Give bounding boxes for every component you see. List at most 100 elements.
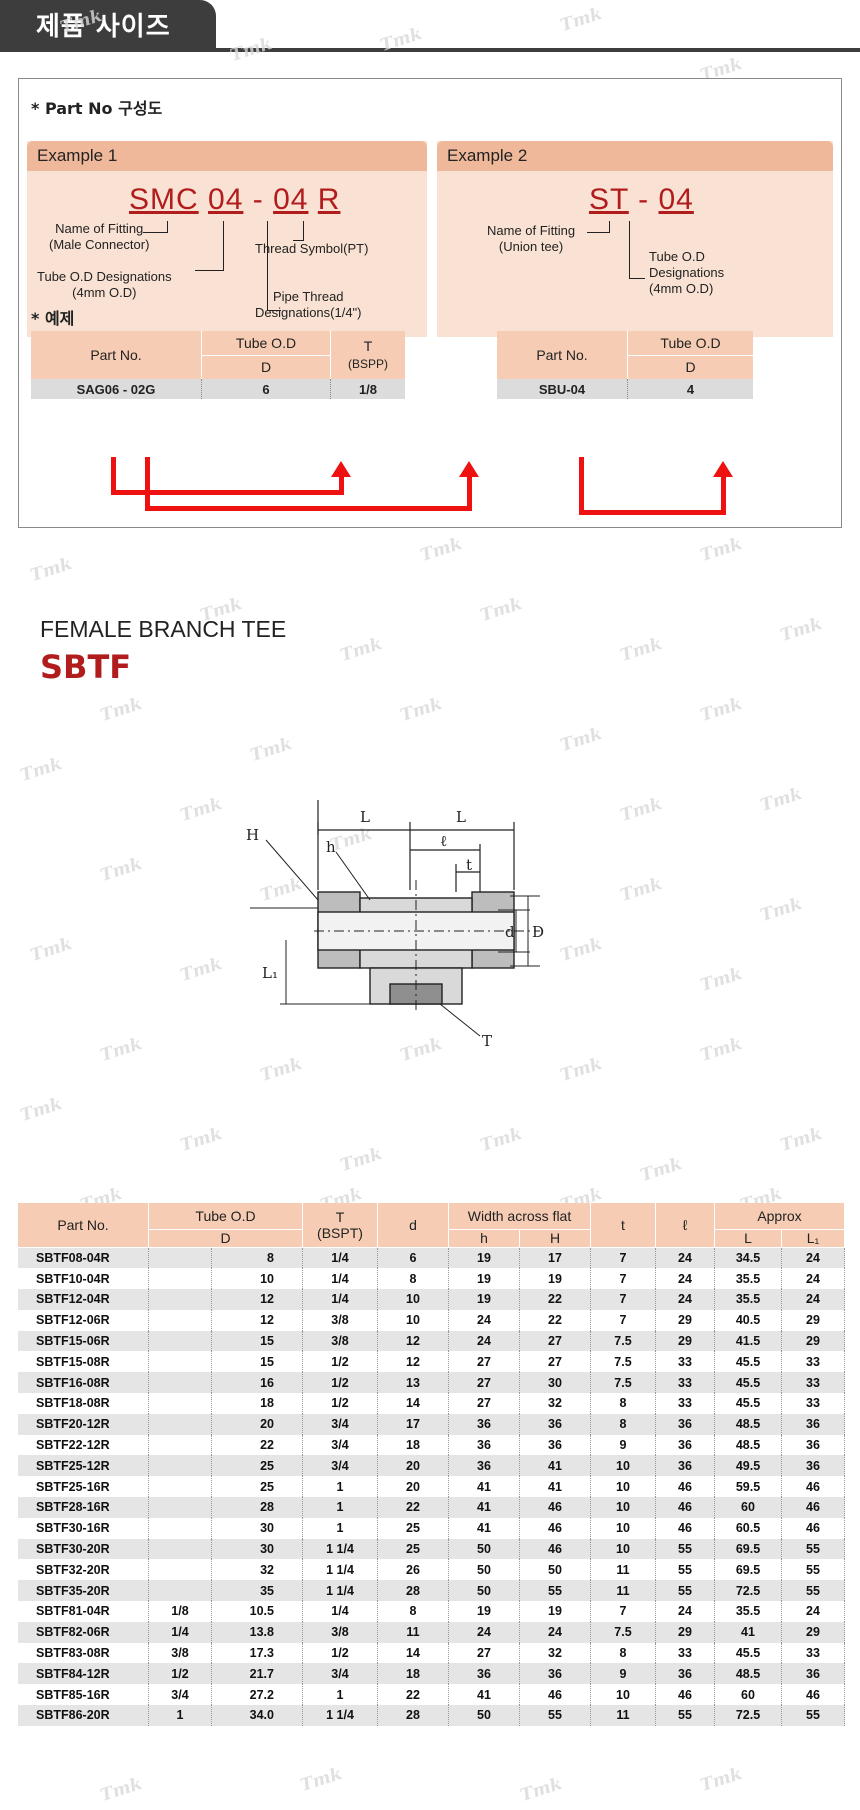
cell-L: 45.5 (714, 1642, 782, 1664)
cell-part-no: SBTF30-20R (18, 1538, 149, 1560)
leader-line (629, 221, 630, 279)
cell-h: 19 (448, 1289, 520, 1310)
cell-tube-D: 27.2 (211, 1684, 303, 1706)
th-L: L (714, 1229, 782, 1248)
cell-d: 28 (377, 1705, 449, 1726)
code-part-tube: 04 (208, 183, 244, 216)
dim-label-T: T (482, 1032, 492, 1050)
arrow-head (459, 461, 479, 477)
cell-H: 27 (519, 1330, 591, 1352)
cell-h: 36 (448, 1413, 520, 1435)
cell-thread-T: 3/8 (302, 1621, 378, 1643)
cell-tube-D: 12 (211, 1289, 303, 1310)
leader-line (587, 232, 610, 233)
cell-tube-inch (148, 1309, 212, 1331)
cell-L: 35.5 (714, 1268, 782, 1290)
cell-d: 26 (377, 1559, 449, 1581)
cell-L1: 33 (781, 1642, 845, 1664)
arrow-head (331, 461, 351, 477)
arrow-line (467, 477, 472, 511)
cell-d: 8 (377, 1268, 449, 1290)
cell-thread-T: 3/4 (302, 1455, 378, 1477)
cell-l: 55 (655, 1580, 715, 1602)
cell-tube-inch: 1/2 (148, 1663, 212, 1685)
section-header: 제품 사이즈 (0, 0, 860, 52)
cell-L: 60 (714, 1497, 782, 1518)
leader-line (267, 221, 268, 311)
cell-L1: 46 (781, 1497, 845, 1518)
cell-H: 46 (519, 1538, 591, 1560)
cell-l: 46 (655, 1517, 715, 1539)
cell-tube-inch (148, 1497, 212, 1518)
cell-tube-D: 20 (211, 1413, 303, 1435)
arrow-line (111, 490, 343, 495)
cell-tube-D: 28 (211, 1497, 303, 1518)
th-h: h (448, 1229, 520, 1248)
cell-part-no: SBTF85-16R (18, 1684, 149, 1706)
watermark-logo: Tmk (557, 1053, 605, 1087)
cell-d: 13 (377, 1372, 449, 1394)
cell-H: 46 (519, 1517, 591, 1539)
leader-line (293, 240, 304, 241)
cell-tube-inch (148, 1393, 212, 1414)
cell-t: 7.5 (590, 1351, 656, 1373)
arrow-line (721, 477, 726, 515)
cell-tube-inch (148, 1455, 212, 1477)
cell-t: 8 (590, 1642, 656, 1664)
cell-tube-inch: 1/8 (148, 1601, 212, 1622)
cell-H: 22 (519, 1309, 591, 1331)
leader-line (629, 278, 645, 279)
cell-l: 36 (655, 1455, 715, 1477)
th-H: H (519, 1229, 591, 1248)
cell-part-no: SBTF22-12R (18, 1434, 149, 1456)
cell-L1: 36 (781, 1413, 845, 1435)
cell-H: 19 (519, 1601, 591, 1622)
cell-part-no: SBTF84-12R (18, 1663, 149, 1685)
cell-thread-T: 1/4 (302, 1268, 378, 1290)
watermark-logo: Tmk (517, 1773, 565, 1807)
example-1-code: SMC 04 - 04 R (129, 183, 340, 217)
cell-h: 50 (448, 1538, 520, 1560)
watermark-logo: Tmk (697, 1033, 745, 1067)
cell-l: 29 (655, 1309, 715, 1331)
cell-d: 12 (377, 1351, 449, 1373)
cell-tube-D: 30 (211, 1517, 303, 1539)
cell-tube-D: 25 (211, 1455, 303, 1477)
cell-l: 33 (655, 1351, 715, 1373)
th-l: ℓ (655, 1203, 715, 1248)
example-1-box: Example 1 SMC 04 - 04 R Name of Fitting(… (27, 141, 427, 337)
cell-tube-D: 12 (211, 1309, 303, 1331)
sample-table-2: Part No. Tube O.D D SBU-04 4 (497, 331, 753, 399)
cell-L: 60 (714, 1684, 782, 1706)
cell-d: 14 (377, 1393, 449, 1414)
arrow-line (339, 477, 344, 495)
cell-thread-T: 1 1/4 (302, 1538, 378, 1560)
code-part-name: SMC (129, 183, 199, 216)
cell-d: 17 (377, 1413, 449, 1435)
example-2-title: Example 2 (447, 146, 528, 165)
watermark-logo: Tmk (17, 1093, 65, 1127)
header-tab (0, 0, 216, 48)
cell-tube-inch (148, 1330, 212, 1352)
cell-l: 29 (655, 1621, 715, 1643)
cell-L: 41 (714, 1621, 782, 1643)
code-part-name: ST (589, 183, 629, 216)
cell-tube-inch: 1/4 (148, 1621, 212, 1643)
label-name-of-fitting: Name of Fitting(Union tee) (487, 223, 576, 254)
cell-H: 32 (519, 1393, 591, 1414)
example-1-title: Example 1 (37, 146, 118, 165)
leader-line (303, 221, 304, 241)
watermark-logo: Tmk (697, 693, 745, 727)
th-part-no: Part No. (18, 1203, 149, 1248)
dim-label-L1: L₁ (262, 964, 278, 982)
th-tube-od: Tube O.D (148, 1203, 303, 1230)
cell-part-no: SBTF15-08R (18, 1351, 149, 1373)
watermark-logo: Tmk (27, 933, 75, 967)
cell-thread-T: 1 1/4 (302, 1705, 378, 1726)
